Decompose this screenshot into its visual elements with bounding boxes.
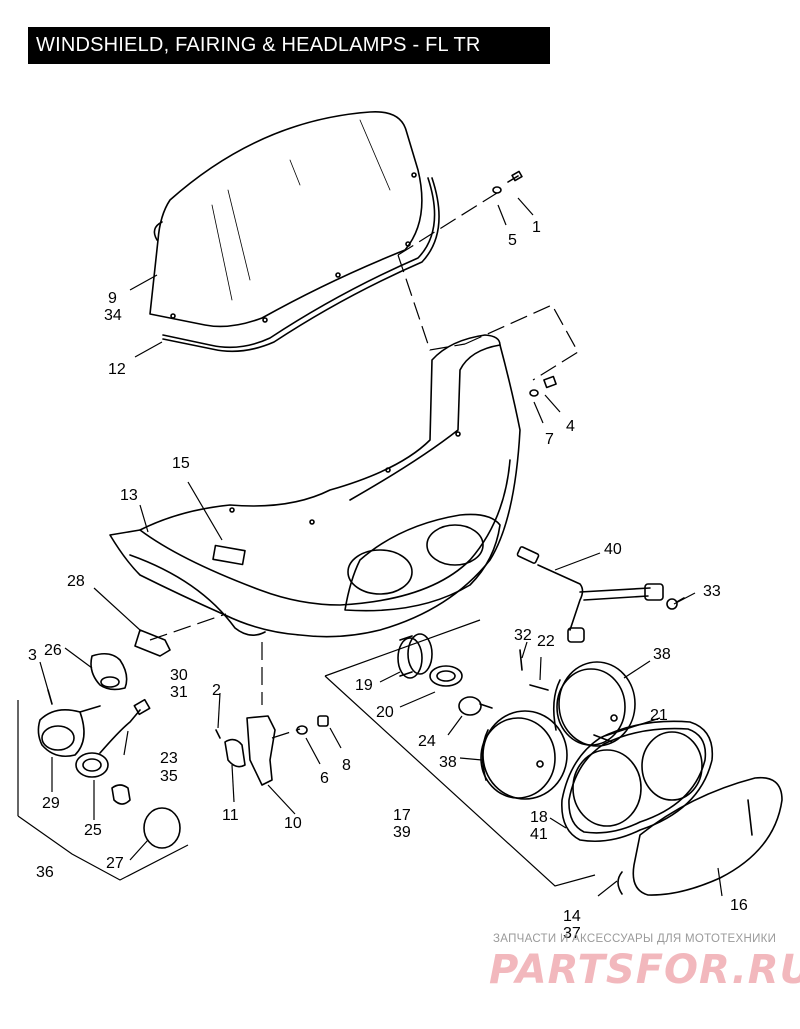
windshield (149, 111, 423, 328)
callout-c10: 10 (284, 815, 302, 832)
diagram-title: WINDSHIELD, FAIRING & HEADLAMPS - FL TR (28, 27, 550, 64)
callout-c8: 8 (342, 757, 351, 774)
assembly-line-17 (324, 619, 596, 887)
callout-c39: 39 (393, 824, 411, 841)
callout-c17: 17 (393, 807, 411, 824)
headlamp-bezel (561, 720, 714, 843)
callout-c25: 25 (84, 822, 102, 839)
callout-c30: 30 (170, 667, 188, 684)
callout-c5: 5 (508, 232, 517, 249)
callout-c38b: 38 (439, 754, 457, 771)
callout-c31: 31 (170, 684, 188, 701)
headlamp-retainer (429, 665, 463, 687)
callout-c19: 19 (355, 677, 373, 694)
callout-c29: 29 (42, 795, 60, 812)
callout-c12: 12 (108, 361, 126, 378)
watermark-logo: PARTSFOR.RU (489, 947, 800, 993)
callout-c38a: 38 (653, 646, 671, 663)
headlamp-bulb (458, 696, 493, 716)
callout-c16: 16 (730, 897, 748, 914)
watermark-caption: ЗАПЧАСТИ И АКСЕССУАРЫ ДЛЯ МОТОТЕХНИКИ (493, 933, 777, 945)
assembly-line-36 (17, 700, 189, 881)
headlamp-screw-22 (529, 684, 549, 691)
callout-c15: 15 (172, 455, 190, 472)
screw-3 (47, 689, 53, 705)
turn-signal-housing (37, 705, 101, 758)
callout-c41: 41 (530, 826, 548, 843)
headlamp-left (480, 710, 568, 800)
callout-c18: 18 (530, 809, 548, 826)
turn-signal-lens (143, 807, 181, 849)
callout-c23: 23 (160, 750, 178, 767)
callout-c37: 37 (563, 925, 581, 942)
headlamp-screw-32 (519, 649, 523, 671)
callout-c21: 21 (650, 707, 668, 724)
headlamp-trim-ring (397, 633, 433, 679)
callout-c13: 13 (120, 487, 138, 504)
callout-c4: 4 (566, 418, 575, 435)
callout-c36: 36 (36, 864, 54, 881)
headlamp-cover (632, 776, 783, 896)
headlamp-right (552, 661, 636, 747)
turn-signal-bulb (111, 784, 131, 805)
windshield-trim (162, 177, 440, 353)
callout-c26: 26 (44, 642, 62, 659)
callout-c2: 2 (212, 682, 221, 699)
fairing (109, 334, 521, 638)
fairing-nut (529, 375, 557, 397)
callout-c20: 20 (376, 704, 394, 721)
callout-c14: 14 (563, 908, 581, 925)
turn-signal-pod (90, 652, 128, 691)
callout-c32: 32 (514, 627, 532, 644)
callout-c11: 11 (222, 807, 239, 824)
callout-c34: 34 (104, 307, 122, 324)
callout-c6: 6 (320, 770, 329, 787)
windshield-screw (492, 170, 523, 194)
headlamp-seal (617, 871, 623, 895)
callout-c3: 3 (28, 647, 37, 664)
callout-c22: 22 (537, 633, 555, 650)
callout-c24: 24 (418, 733, 436, 750)
wiring-harness (516, 546, 664, 643)
callout-c40: 40 (604, 541, 622, 558)
callout-c33: 33 (703, 583, 721, 600)
turn-signal-socket (75, 698, 151, 778)
callout-c27: 27 (106, 855, 124, 872)
callout-c9: 9 (108, 290, 117, 307)
decal-label (212, 544, 246, 566)
callout-c1: 1 (532, 219, 541, 236)
callout-c28: 28 (67, 573, 85, 590)
callout-c35: 35 (160, 768, 178, 785)
turn-signal-gasket (134, 629, 171, 657)
callout-c7: 7 (545, 431, 554, 448)
